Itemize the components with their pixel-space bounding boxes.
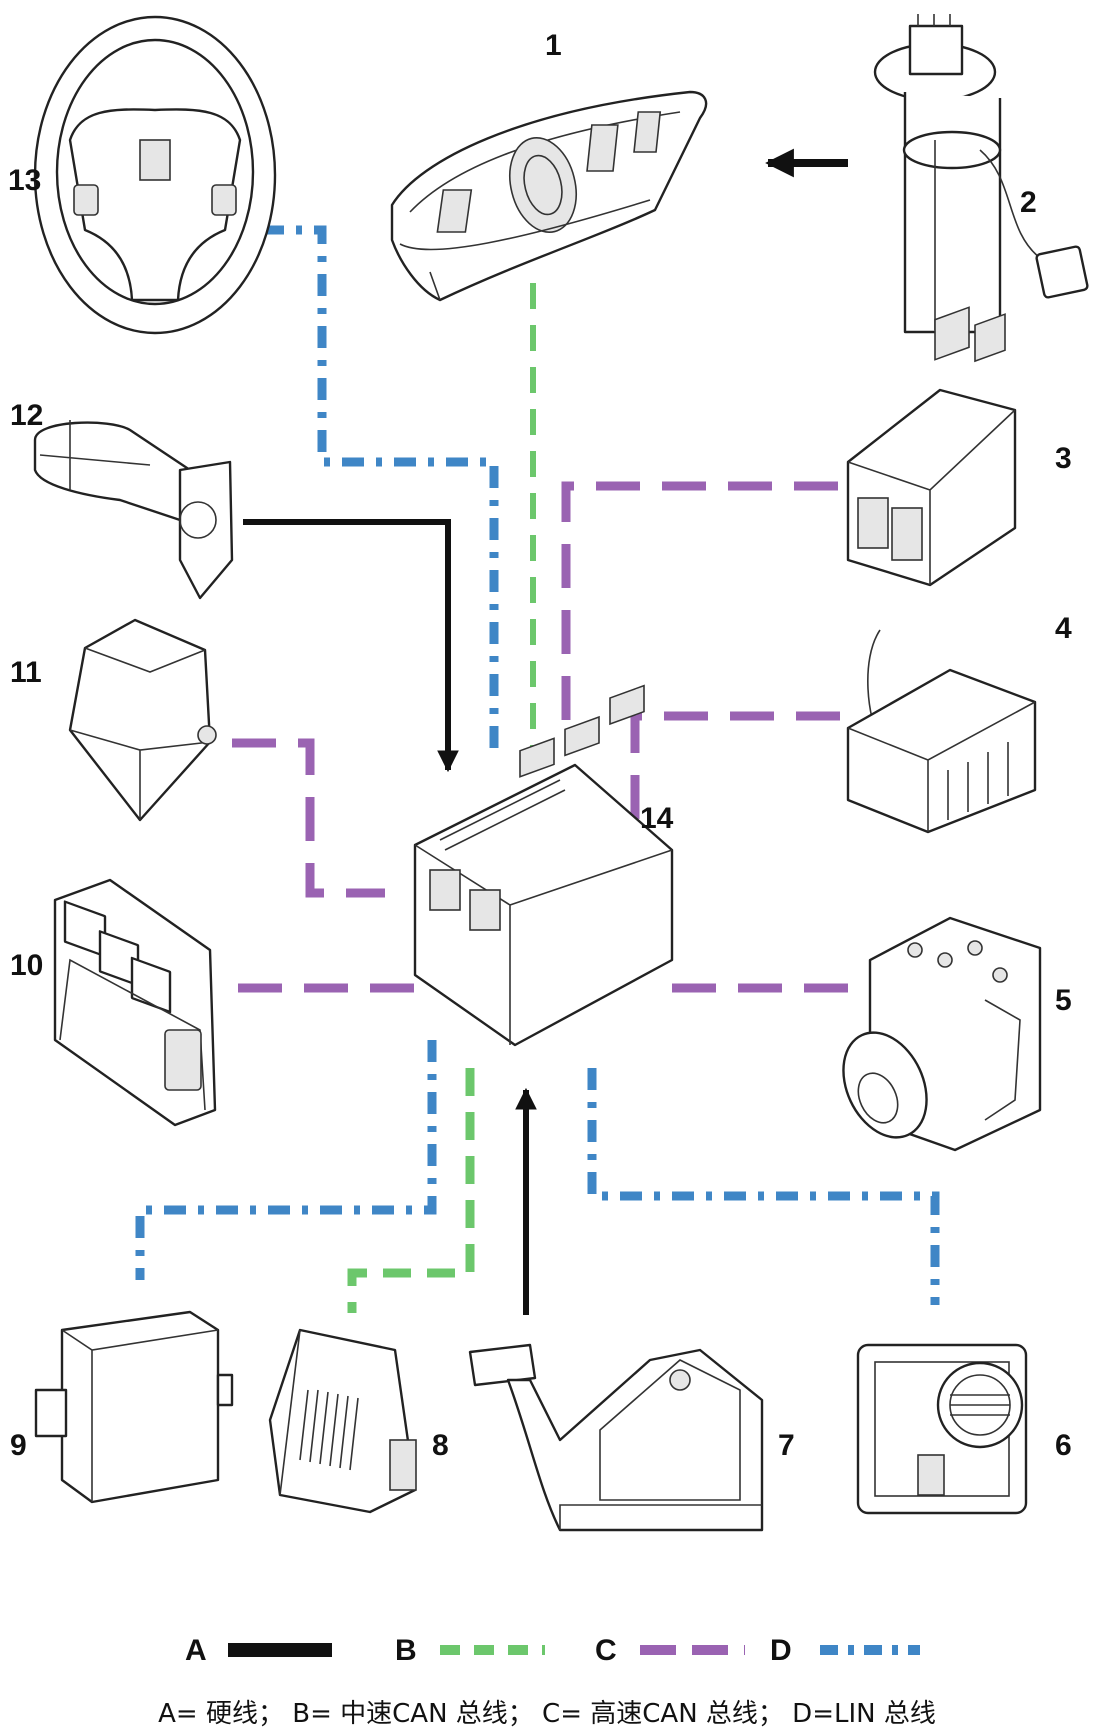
control-module-icon bbox=[846, 388, 1017, 587]
fuse-relay-box-icon bbox=[846, 306, 1037, 834]
legend-label-a: A bbox=[185, 1634, 207, 1667]
label-8: 8 bbox=[432, 1429, 449, 1462]
label-14: 14 bbox=[640, 802, 674, 835]
connections bbox=[135, 148, 940, 1315]
label-5: 5 bbox=[1055, 984, 1072, 1017]
label-2: 2 bbox=[1020, 186, 1037, 219]
label-1: 1 bbox=[545, 29, 562, 62]
brake-pedal-icon bbox=[468, 1343, 764, 1532]
label-10: 10 bbox=[10, 949, 43, 982]
label-11: 11 bbox=[10, 656, 42, 689]
instrument-cluster-icon bbox=[390, 90, 708, 302]
label-4: 4 bbox=[1055, 612, 1072, 645]
airbag-module-icon bbox=[68, 618, 217, 822]
legend-caption: A= 硬线； B= 中速CAN 总线； C= 高速CAN 总线； D=LIN 总… bbox=[158, 1699, 936, 1729]
component-labels: 1 2 3 4 5 6 7 8 9 10 11 12 13 14 bbox=[8, 29, 1072, 1462]
radio-module-icon bbox=[268, 1328, 417, 1514]
bus-c-11-to-14 bbox=[232, 738, 385, 898]
bus-d-13-to-14 bbox=[262, 225, 499, 752]
bus-c-4-to-14 bbox=[630, 711, 840, 830]
bus-b-8-to-14 bbox=[347, 1068, 475, 1313]
body-control-module-icon bbox=[413, 684, 674, 1047]
label-9: 9 bbox=[10, 1429, 27, 1462]
abs-modulator-icon bbox=[842, 916, 1042, 1152]
label-6: 6 bbox=[1055, 1429, 1072, 1462]
engine-control-module-icon bbox=[53, 878, 217, 1127]
label-3: 3 bbox=[1055, 442, 1072, 475]
legend-label-b: B bbox=[395, 1634, 417, 1667]
bus-d-9-to-14 bbox=[135, 1040, 437, 1280]
legend-label-d: D bbox=[770, 1634, 792, 1667]
bus-c-3-to-14 bbox=[561, 481, 838, 742]
wire-a-12-to-14 bbox=[243, 519, 459, 773]
label-12: 12 bbox=[10, 399, 43, 432]
steering-wheel-icon bbox=[33, 15, 277, 335]
fuel-pump-sender-icon bbox=[873, 14, 1089, 334]
label-13: 13 bbox=[8, 164, 41, 197]
legend-label-c: C bbox=[595, 1634, 617, 1667]
bus-d-6-to-14 bbox=[587, 1068, 940, 1305]
label-7: 7 bbox=[778, 1429, 795, 1462]
legend: A B C D A= 硬线； B= 中速CAN 总线； C= 高速CAN 总线；… bbox=[158, 1634, 936, 1729]
light-switch-icon bbox=[856, 1343, 1028, 1515]
column-switch-icon bbox=[33, 420, 234, 600]
module-box-icon bbox=[34, 1310, 234, 1504]
